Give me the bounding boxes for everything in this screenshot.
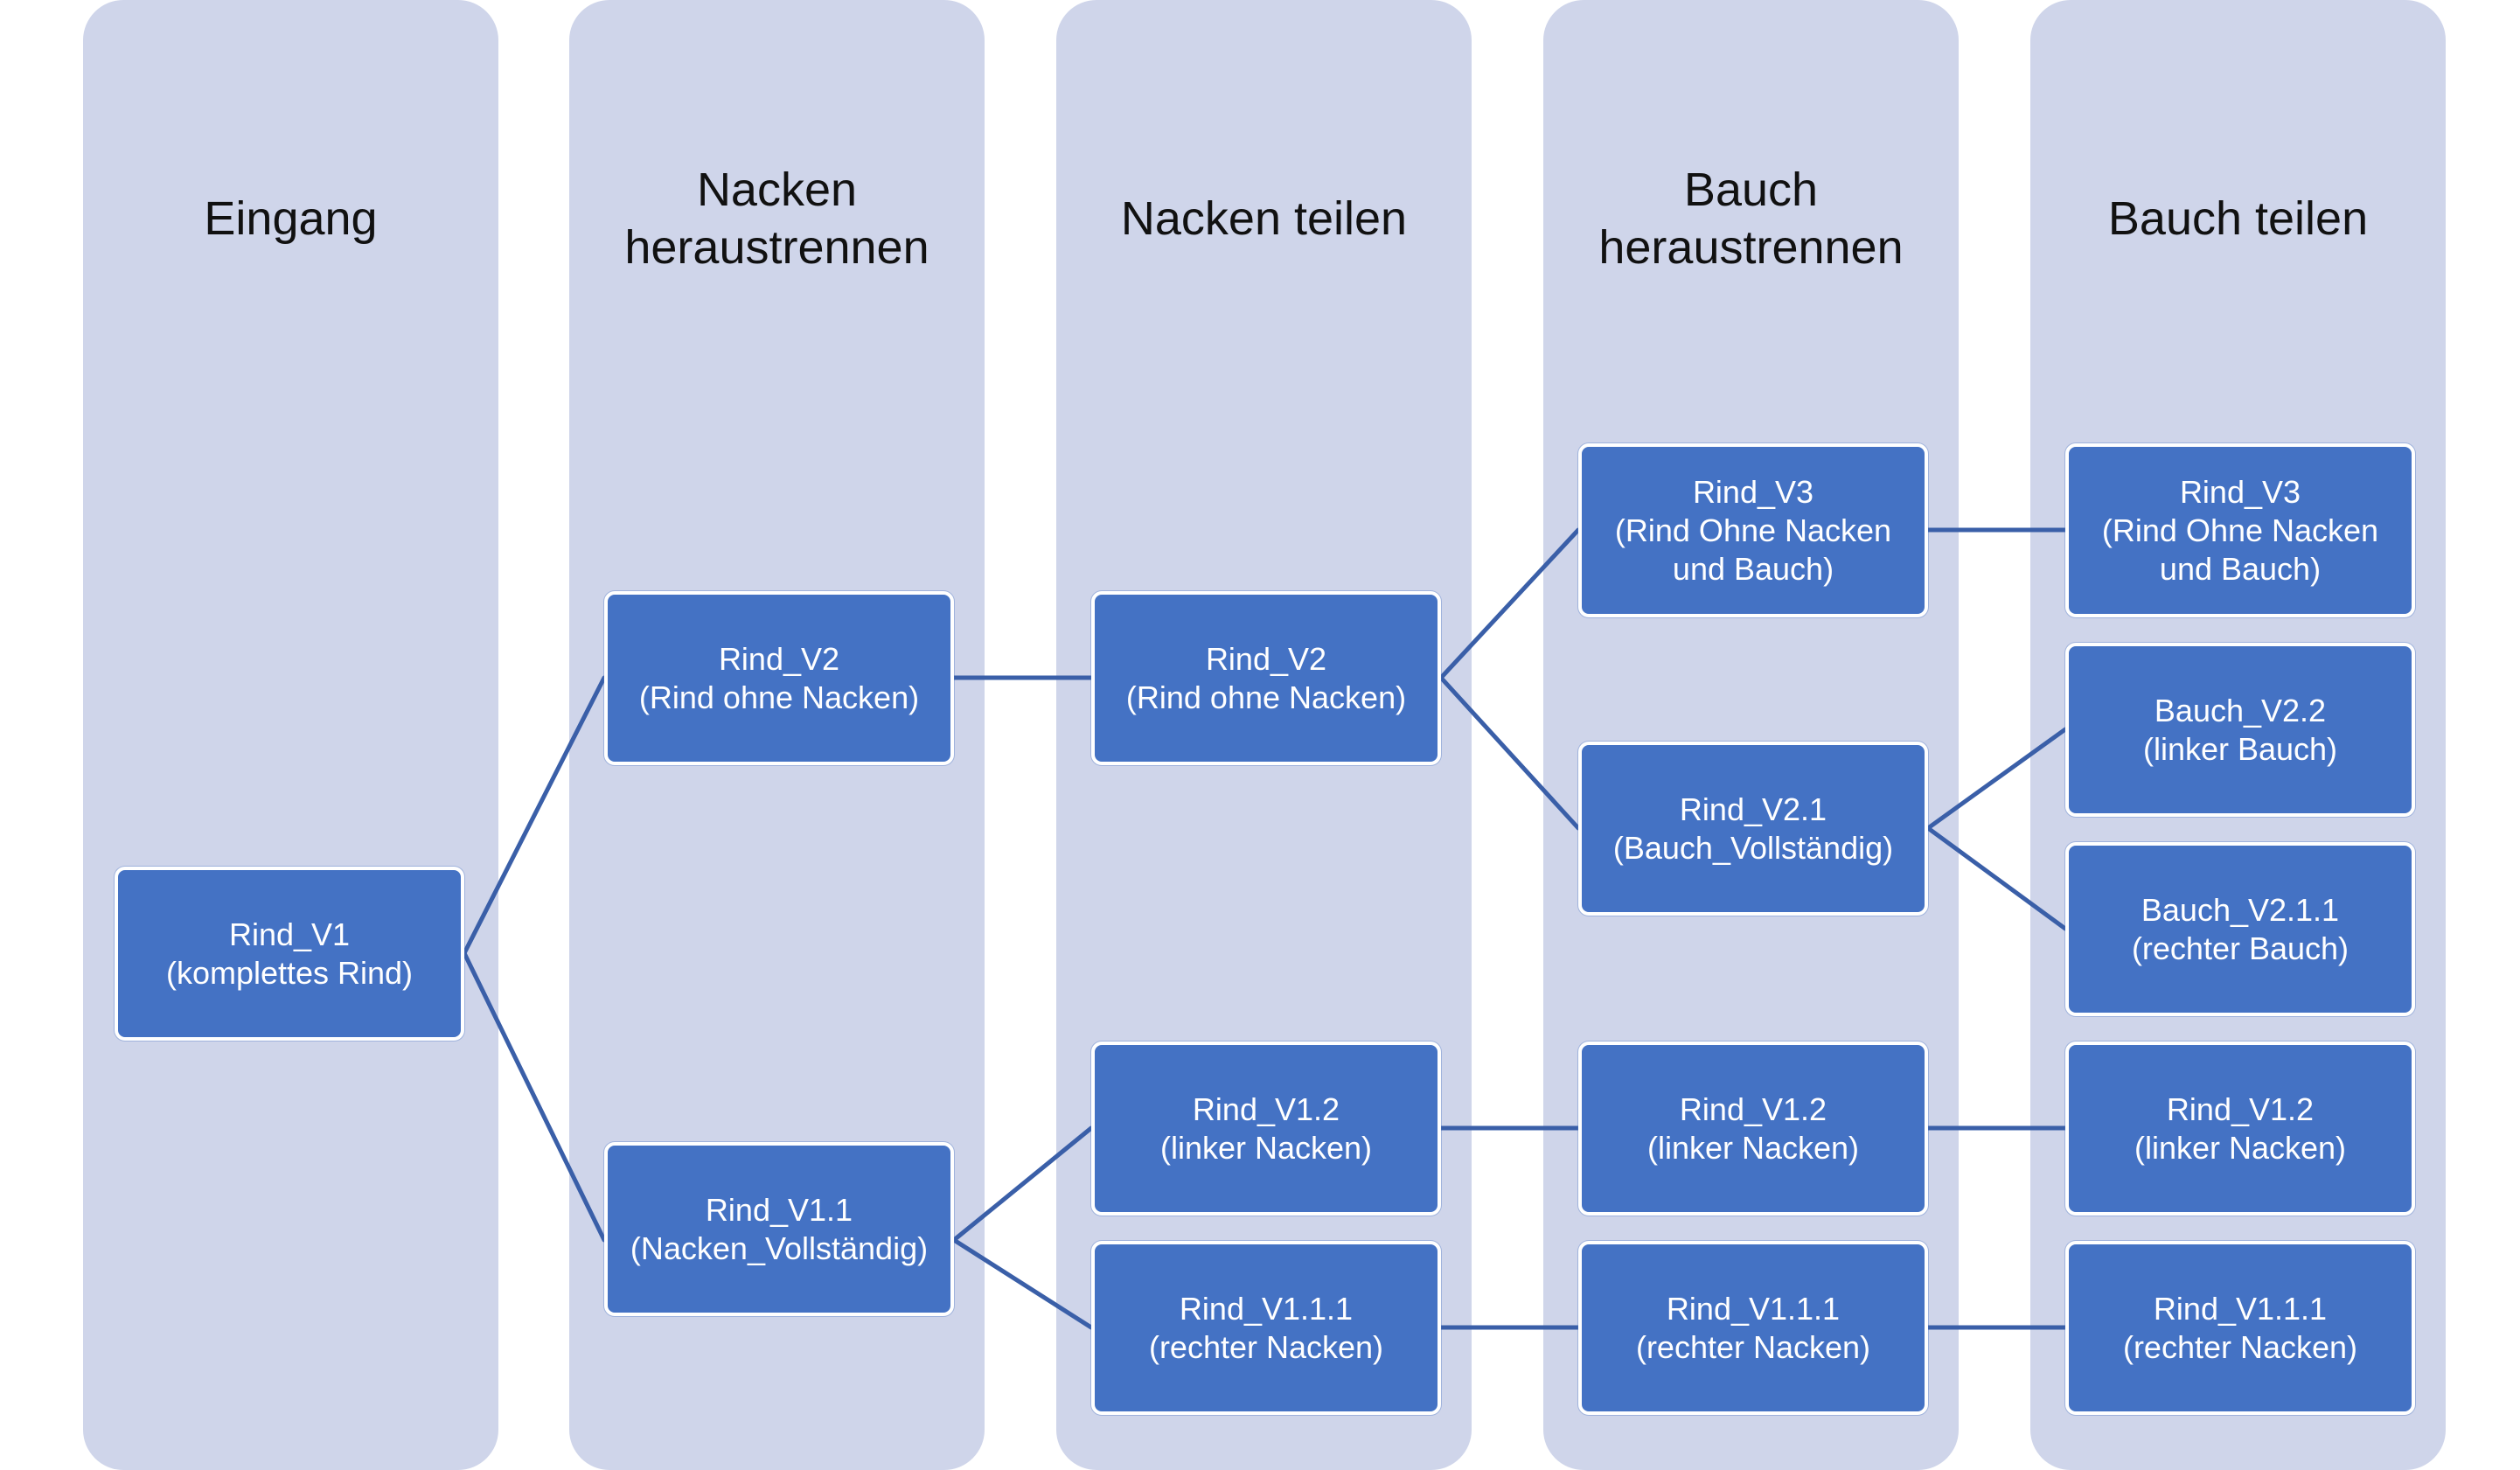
node-bauch-v2-1-1: Bauch_V2.1.1 (rechter Bauch): [2065, 842, 2415, 1016]
connector-v1-to-v2: [462, 675, 607, 956]
connector-v1-to-v1-1: [462, 951, 607, 1243]
connector-v1-1-to-v1-1-1: [951, 1237, 1094, 1330]
connector-v2-to-v3: [1438, 527, 1581, 680]
lane-bauch-heraustrennen: Bauch heraustrennen: [1543, 0, 1959, 1470]
connector-v1-1-to-v1-2: [951, 1125, 1094, 1243]
node-rind-v2-nacken-teilen: Rind_V2 (Rind ohne Nacken): [1091, 591, 1441, 765]
lane-title-bauch-teilen: Bauch teilen: [2107, 192, 2369, 245]
lane-title-nacken-teilen: Nacken teilen: [1120, 192, 1408, 245]
node-rind-v2-nacken-heraustrennen: Rind_V2 (Rind ohne Nacken): [604, 591, 954, 765]
node-rind-v1-2-nacken-teilen: Rind_V1.2 (linker Nacken): [1091, 1042, 1441, 1216]
connector-v2-1-to-bauch-v2-2: [1925, 727, 2068, 831]
node-rind-v1-2-bauch-teilen: Rind_V1.2 (linker Nacken): [2065, 1042, 2415, 1216]
node-rind-v1-1-1-bauch-teilen: Rind_V1.1.1 (rechter Nacken): [2065, 1241, 2415, 1415]
node-rind-v3-bauch-teilen: Rind_V3 (Rind Ohne Nacken und Bauch): [2065, 443, 2415, 617]
node-rind-v1-2-bauch-heraustrennen: Rind_V1.2 (linker Nacken): [1578, 1042, 1928, 1216]
lane-title-nacken-heraustrennen: Nacken heraustrennen: [624, 164, 929, 274]
lane-eingang: Eingang: [83, 0, 498, 1470]
node-rind-v1-1-1-nacken-teilen: Rind_V1.1.1 (rechter Nacken): [1091, 1241, 1441, 1415]
connector-v2-to-v2-1: [1438, 675, 1581, 831]
lane-title-bauch-heraustrennen: Bauch heraustrennen: [1598, 164, 1904, 274]
node-rind-v1-1-1-bauch-heraustrennen: Rind_V1.1.1 (rechter Nacken): [1578, 1241, 1928, 1415]
node-bauch-v2-2: Bauch_V2.2 (linker Bauch): [2065, 643, 2415, 817]
node-rind-v1-1: Rind_V1.1 (Nacken_Vollständig): [604, 1142, 954, 1316]
node-rind-v2-1: Rind_V2.1 (Bauch_Vollständig): [1578, 742, 1928, 916]
connector-v2-1-to-bauch-v2-1-1: [1925, 826, 2068, 931]
node-rind-v3-bauch-heraustrennen: Rind_V3 (Rind Ohne Nacken und Bauch): [1578, 443, 1928, 617]
lane-title-eingang: Eingang: [204, 192, 378, 245]
node-rind-v1: Rind_V1 (komplettes Rind): [115, 867, 464, 1041]
